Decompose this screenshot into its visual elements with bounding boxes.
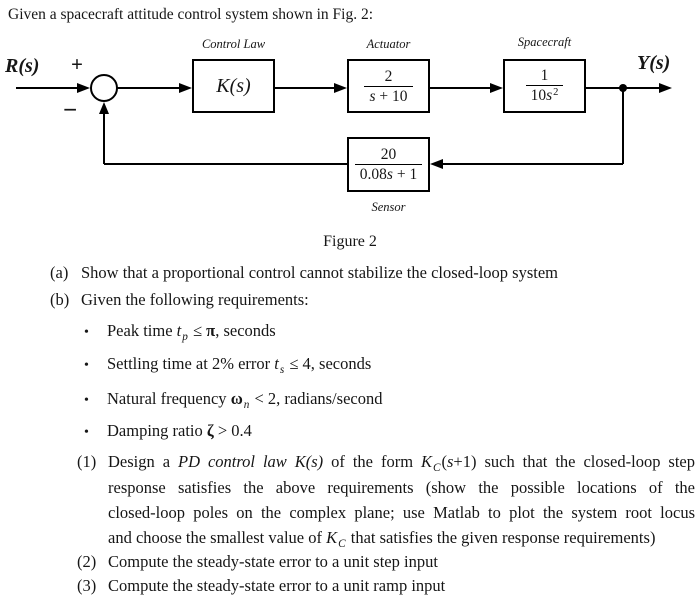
bullet-icon: • bbox=[84, 425, 89, 440]
item-3-text: Compute the steady-state error to a unit… bbox=[108, 576, 446, 595]
line-sum-to-controller bbox=[117, 87, 180, 89]
bullet-icon: • bbox=[84, 358, 89, 373]
item-2-line: (2) Compute the steady-state error to a u… bbox=[77, 551, 438, 573]
part-a-label: (a) bbox=[50, 263, 69, 282]
part-b-label: (b) bbox=[50, 290, 70, 309]
sensor-block: 20 0.08s + 1 bbox=[347, 137, 430, 192]
arrowhead-into-spacecraft bbox=[490, 82, 503, 93]
summing-junction bbox=[90, 74, 118, 102]
bullet-icon: • bbox=[84, 393, 89, 408]
spacecraft-label: Spacecraft bbox=[517, 35, 572, 49]
feedback-line-left bbox=[104, 163, 347, 165]
spacecraft-block: 1 10s2 bbox=[503, 59, 586, 113]
arrowhead-into-actuator bbox=[334, 82, 347, 93]
bullet-peak-time: • Peak time tp ≤ π, seconds bbox=[84, 320, 276, 344]
item-1-line-3: closed-loop poles on the complex plane; … bbox=[108, 503, 695, 522]
actuator-label: Actuator bbox=[366, 37, 411, 51]
figure-2-diagram: Control Law Actuator Spacecraft R(s) + −… bbox=[0, 0, 700, 230]
actuator-numerator: 2 bbox=[364, 68, 413, 87]
input-signal-label: R(s) bbox=[5, 55, 40, 77]
bullet-settling-time: • Settling time at 2% error ts ≤ 4, secon… bbox=[84, 353, 371, 377]
actuator-denominator: s + 10 bbox=[369, 87, 408, 105]
item-2-text: Compute the steady-state error to a unit… bbox=[108, 552, 438, 571]
spacecraft-transfer-function: 1 10s2 bbox=[525, 67, 564, 106]
sensor-denominator: 0.08s + 1 bbox=[359, 166, 418, 183]
sum-minus-sign: − bbox=[63, 97, 78, 124]
item-3-label: (3) bbox=[77, 576, 97, 595]
actuator-block: 2 s + 10 bbox=[347, 59, 430, 113]
output-signal-label: Y(s) bbox=[637, 52, 671, 74]
item-1-line-1: Design a PD control law K(s) of the form… bbox=[108, 452, 695, 475]
sensor-transfer-function: 20 0.08s + 1 bbox=[354, 146, 423, 183]
part-a-text: Show that a proportional control cannot … bbox=[81, 263, 559, 282]
line-controller-to-actuator bbox=[275, 87, 335, 89]
arrowhead-into-controller bbox=[179, 82, 192, 93]
bullet-natural-frequency-text: Natural frequency ωn < 2, radians/second bbox=[107, 389, 383, 412]
figure-caption: Figure 2 bbox=[323, 233, 377, 250]
bullet-icon: • bbox=[84, 325, 89, 340]
bullet-damping-ratio-text: Damping ratio ζ > 0.4 bbox=[107, 421, 252, 440]
page-title: Given a spacecraft attitude control syst… bbox=[8, 6, 374, 23]
item-2-label: (2) bbox=[77, 552, 97, 571]
feedback-line-down bbox=[622, 88, 624, 164]
arrowhead-output bbox=[659, 82, 672, 93]
item-3-line: (3) Compute the steady-state error to a u… bbox=[77, 575, 445, 597]
sensor-label: Sensor bbox=[371, 200, 406, 214]
arrowhead-into-sum bbox=[77, 82, 90, 93]
actuator-transfer-function: 2 s + 10 bbox=[364, 68, 413, 105]
bullet-damping-ratio: • Damping ratio ζ > 0.4 bbox=[84, 420, 252, 444]
bullet-settling-time-text: Settling time at 2% error ts ≤ 4, second… bbox=[107, 354, 372, 377]
sum-plus-sign: + bbox=[71, 52, 83, 76]
arrowhead-into-sensor bbox=[430, 158, 443, 169]
bullet-natural-frequency: • Natural frequency ωn < 2, radians/secon… bbox=[84, 388, 382, 412]
sensor-numerator: 20 bbox=[354, 146, 423, 165]
control-law-expression: K(s) bbox=[216, 74, 251, 97]
bullet-peak-time-text: Peak time tp ≤ π, seconds bbox=[107, 321, 276, 344]
part-a-line: (a) Show that a proportional control cann… bbox=[50, 262, 558, 284]
arrowhead-into-sum-bottom bbox=[98, 102, 109, 114]
line-input bbox=[16, 87, 78, 89]
spacecraft-numerator: 1 bbox=[525, 67, 564, 86]
spacecraft-denominator: 10s2 bbox=[530, 86, 559, 104]
control-law-label: Control Law bbox=[201, 37, 266, 51]
feedback-line-up bbox=[103, 114, 105, 164]
line-actuator-to-spacecraft bbox=[430, 87, 491, 89]
feedback-line-right bbox=[443, 163, 623, 165]
item-1-line-2: response satisfies the above requirement… bbox=[108, 478, 695, 497]
part-b-text: Given the following requirements: bbox=[81, 290, 309, 309]
control-law-block: K(s) bbox=[192, 59, 275, 113]
part-b-line: (b) Given the following requirements: bbox=[50, 289, 309, 311]
item-1-line-4: and choose the smallest value of KC that… bbox=[108, 528, 656, 551]
item-1-label: (1) bbox=[77, 452, 97, 471]
